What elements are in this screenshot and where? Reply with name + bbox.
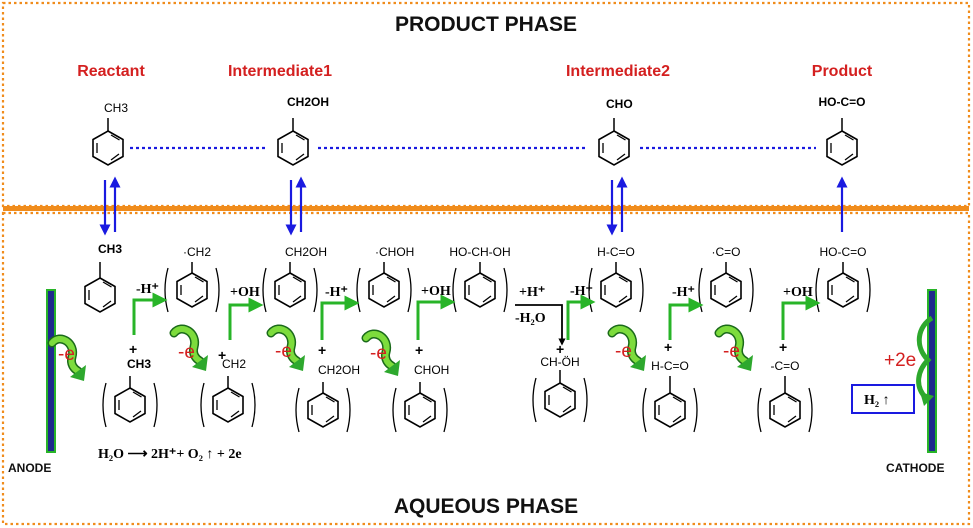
svg-text:-e: -e <box>275 341 292 362</box>
aqueous-molecule-benzaldehyde: H-C=O <box>589 245 643 312</box>
step-arrow-deprotonation-1: -H⁺ <box>132 282 168 335</box>
cathode-label: CATHODE <box>886 461 944 475</box>
oxidation-curl-2: -e <box>174 329 208 371</box>
svg-text:-H₂O: -H₂O <box>515 311 546 326</box>
aqueous-cation-benzaldehyde: H-C=O + <box>643 339 697 432</box>
anode-label: ANODE <box>8 461 51 475</box>
svg-text:·C=O: ·C=O <box>711 245 740 259</box>
svg-text:+: + <box>218 347 226 363</box>
svg-text:+2e: +2e <box>884 350 916 371</box>
stage-label-intermediate1: Intermediate1 <box>228 63 332 80</box>
aqueous-molecule-benzoyl-radical: ·C=O <box>699 245 753 312</box>
svg-text:+OH: +OH <box>230 285 260 300</box>
oxidation-curl-5: -e <box>612 329 646 371</box>
phase-transfer-arrows-intermediate1 <box>285 176 307 236</box>
aqueous-molecule-hydroxybenzyl-radical: ·CHOH <box>357 245 414 312</box>
svg-text:H₂ ↑: H₂ ↑ <box>864 393 890 408</box>
svg-text:+: + <box>556 341 564 357</box>
svg-text:CH3: CH3 <box>104 101 128 115</box>
svg-text:+: + <box>318 342 326 358</box>
svg-text:-H⁺: -H⁺ <box>325 285 348 300</box>
svg-text:-e: -e <box>58 344 75 365</box>
svg-text:CH2OH: CH2OH <box>287 95 329 109</box>
aqueous-phase-title: AQUEOUS PHASE <box>394 495 578 518</box>
svg-text:+: + <box>129 341 137 357</box>
svg-text:-H⁺: -H⁺ <box>570 284 593 299</box>
svg-text:CH3: CH3 <box>127 357 151 371</box>
svg-text:HO-C=O: HO-C=O <box>819 245 866 259</box>
stage-label-intermediate2: Intermediate2 <box>566 63 670 80</box>
svg-text:-H⁺: -H⁺ <box>136 282 159 297</box>
svg-text:-H⁺: -H⁺ <box>672 285 695 300</box>
oxidation-curl-4: -e <box>366 334 400 376</box>
aqueous-phase-border <box>1 211 971 526</box>
svg-text:+OH: +OH <box>421 284 451 299</box>
svg-text:CH2OH: CH2OH <box>285 245 327 259</box>
cathode-reduction-curl: +2e <box>884 315 934 406</box>
step-arrow-hydroxylation-2: +OH <box>416 284 456 340</box>
oxidation-curl-6: -e <box>719 329 753 371</box>
svg-text:CH2OH: CH2OH <box>318 363 360 377</box>
aqueous-cation-benzoyl: -C=O + <box>758 339 812 432</box>
step-arrow-deprotonation-4: -H⁺ <box>668 285 704 340</box>
aqueous-molecule-benzoic-acid: HO-C=O <box>816 245 870 312</box>
svg-text:+H⁺: +H⁺ <box>519 285 545 300</box>
step-arrow-protonation-dehydration: +H⁺ -H₂O <box>515 285 566 346</box>
anode-water-equation: H₂O ⟶ 2H⁺+ O₂ ↑ + 2e <box>98 447 242 462</box>
step-arrow-deprotonation-2: -H⁺ <box>320 285 360 340</box>
svg-text:-C=O: -C=O <box>770 359 799 373</box>
step-arrow-hydroxylation-3: +OH <box>781 285 821 340</box>
svg-text:+: + <box>779 339 787 355</box>
svg-text:-e: -e <box>178 342 195 363</box>
step-arrow-hydroxylation-1: +OH <box>228 285 264 340</box>
phase-transfer-arrows-intermediate2 <box>606 176 628 236</box>
aqueous-cation-hydroxybenzyl: CHOH + <box>393 342 449 432</box>
aqueous-cation-benzyl: CH2 + <box>201 347 255 427</box>
aqueous-cation-gem-diol: CH-ÖH + <box>533 341 587 422</box>
aqueous-molecule-benzyl-radical: ·CH2 <box>165 245 219 312</box>
product-phase-intermediate1-molecule: CH2OH <box>277 95 329 166</box>
step-arrow-deprotonation-3: -H⁺ <box>566 284 596 340</box>
svg-text:+: + <box>415 342 423 358</box>
product-phase-intermediate2-molecule: CHO <box>598 97 633 166</box>
phase-transfer-arrows-reactant <box>99 176 121 236</box>
svg-text:CHO: CHO <box>606 97 633 111</box>
aqueous-cation-toluene: CH3 + <box>103 341 157 427</box>
stage-label-reactant: Reactant <box>77 63 145 80</box>
svg-text:H-C=O: H-C=O <box>651 359 689 373</box>
svg-text:-e: -e <box>615 341 632 362</box>
oxidation-curl-1: -e <box>52 339 86 381</box>
svg-text:HO-CH-OH: HO-CH-OH <box>449 245 510 259</box>
cathode-electrode <box>927 289 937 453</box>
svg-text:HO-C=O: HO-C=O <box>818 95 865 109</box>
hydrogen-product-box: H₂ ↑ <box>851 384 915 414</box>
svg-text:+OH: +OH <box>783 285 813 300</box>
svg-text:CH3: CH3 <box>98 242 122 256</box>
stage-label-product: Product <box>812 63 873 80</box>
aqueous-molecule-toluene: CH3 <box>84 242 122 313</box>
svg-text:-e: -e <box>370 343 387 364</box>
product-phase-title: PRODUCT PHASE <box>395 13 577 36</box>
svg-text:CH-ÖH: CH-ÖH <box>540 355 579 369</box>
svg-text:·CHOH: ·CHOH <box>375 245 414 259</box>
oxidation-curl-3: -e <box>271 329 305 371</box>
svg-text:H-C=O: H-C=O <box>597 245 635 259</box>
product-phase-reactant-molecule: CH3 <box>92 101 128 166</box>
aqueous-molecule-gem-diol: HO-CH-OH <box>449 245 511 312</box>
aqueous-molecule-benzyl-alcohol: CH2OH <box>263 245 327 312</box>
svg-text:CH2: CH2 <box>222 357 246 371</box>
svg-text:-e: -e <box>723 341 740 362</box>
svg-text:·CH2: ·CH2 <box>183 245 211 259</box>
svg-text:CHOH: CHOH <box>414 363 449 377</box>
anode-electrode <box>46 289 56 453</box>
product-phase-product-molecule: HO-C=O <box>818 95 866 166</box>
aqueous-cation-benzyl-alcohol: CH2OH + <box>296 342 360 432</box>
svg-text:+: + <box>664 339 672 355</box>
